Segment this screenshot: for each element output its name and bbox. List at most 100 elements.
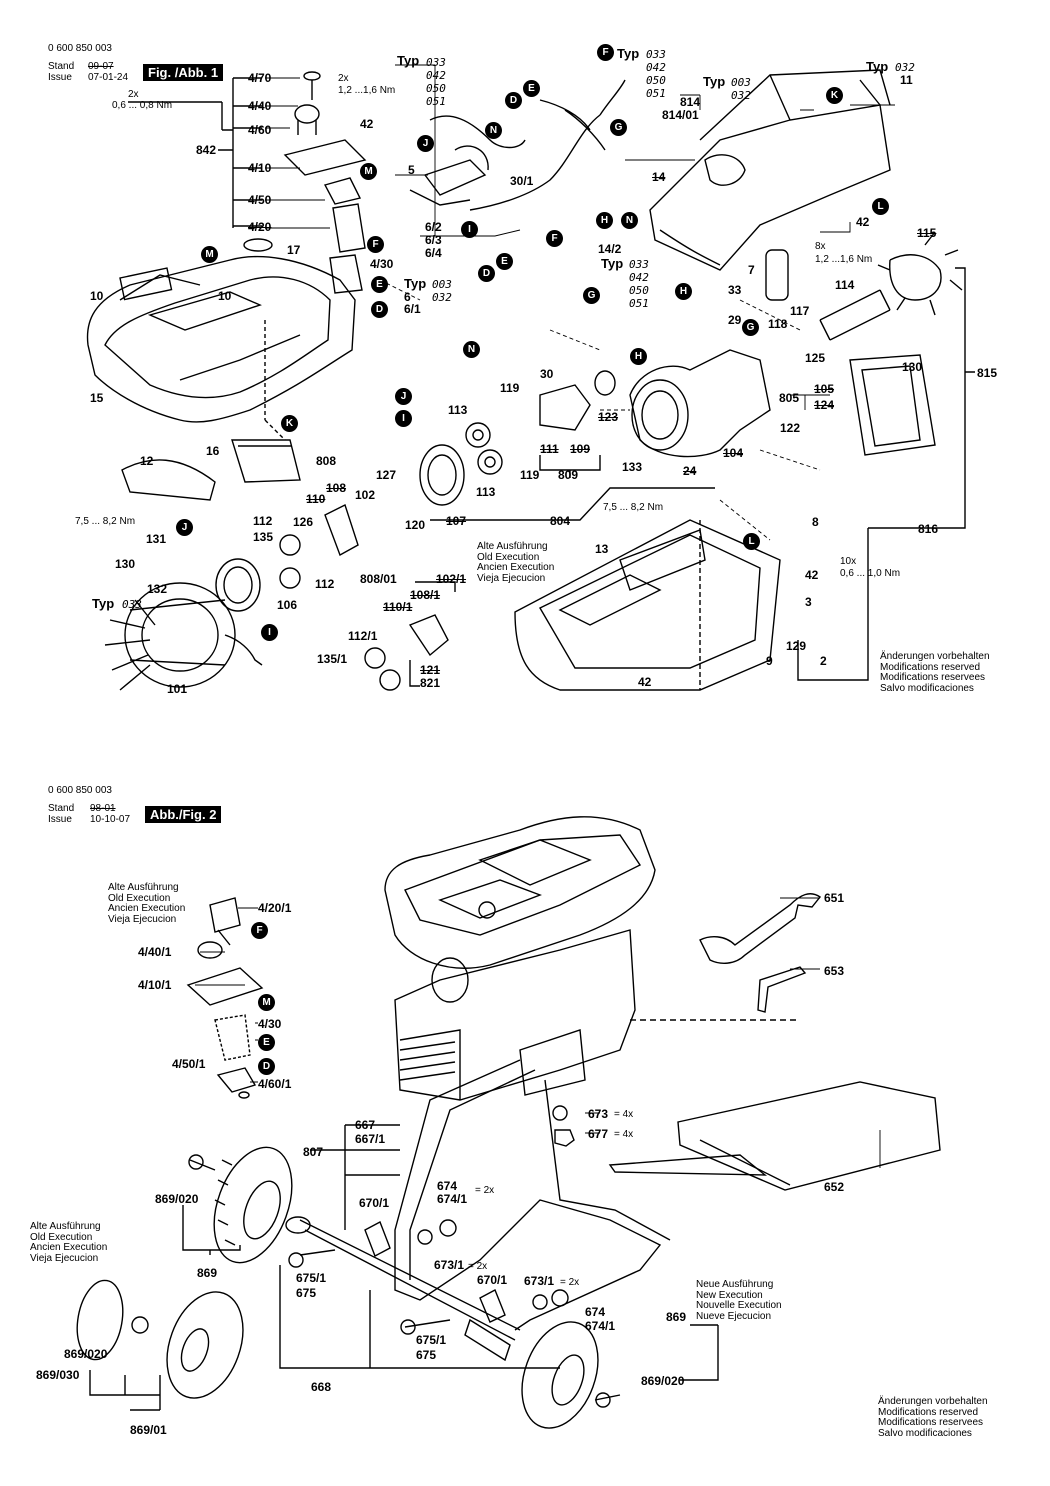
part-label: 675/1	[416, 1333, 447, 1347]
torque-label: 7,5 ... 8,2 Nm	[75, 516, 136, 527]
part-label: 42	[360, 117, 374, 131]
part-label: 110/1	[383, 600, 413, 614]
qty-label: = 4x	[614, 1129, 634, 1140]
callout-E: E	[523, 80, 540, 97]
typ-code: 032	[895, 61, 915, 74]
issue-label: Issue	[48, 814, 72, 825]
count-label: 10x	[840, 556, 857, 567]
part-label: 119	[520, 468, 540, 482]
part-label: 126	[293, 515, 314, 529]
part-label: 29	[728, 313, 742, 327]
callout-K: K	[281, 415, 298, 432]
part-label: 4/50	[248, 193, 272, 207]
part-label: 124	[814, 398, 835, 412]
part-label: 130	[115, 557, 136, 571]
part-label: 869	[197, 1266, 218, 1280]
part-label: 42	[856, 215, 870, 229]
qty-label: = 4x	[614, 1109, 634, 1120]
figure-label: Fig. /Abb. 1	[143, 64, 224, 81]
stand-label: Stand	[48, 61, 75, 72]
part-label: 6	[404, 290, 411, 304]
part-label: 133	[622, 460, 643, 474]
part-label: 10	[218, 289, 232, 303]
part-label: 107	[446, 514, 467, 528]
part-label: 670/1	[359, 1196, 390, 1210]
part-label: 14/2	[598, 242, 622, 256]
part-label: 667	[355, 1118, 376, 1132]
qty-label: = 2x	[468, 1261, 488, 1272]
part-label: 842	[196, 143, 217, 157]
count-label: 8x	[815, 241, 826, 252]
part-label: 4/20/1	[258, 901, 292, 915]
stand-label: Stand	[48, 803, 75, 814]
part-label: 135/1	[317, 652, 348, 666]
typ-code: 033	[122, 598, 142, 611]
part-label: 674/1	[585, 1319, 616, 1333]
part-label: 670/1	[477, 1273, 508, 1287]
part-label: 804	[550, 514, 571, 528]
part-label: 673/1	[434, 1258, 465, 1272]
part-label: 805	[779, 391, 800, 405]
part-label: 42	[638, 675, 652, 689]
part-label: 112	[253, 514, 273, 528]
part-label: 12	[140, 454, 154, 468]
part-label: 132	[147, 582, 168, 596]
part-label: 24	[683, 464, 697, 478]
callout-H: H	[630, 348, 647, 365]
part-label: 6/1	[404, 302, 421, 316]
part-label: 30	[540, 367, 554, 381]
part-label: 109	[570, 442, 591, 456]
part-label: 101	[167, 682, 188, 696]
part-label: 117	[790, 304, 810, 318]
callout-I: I	[395, 410, 412, 427]
part-label: 3	[805, 595, 812, 609]
part-label: 6/2	[425, 220, 442, 234]
part-label: 108/1	[410, 588, 441, 602]
callout-G: G	[610, 119, 627, 136]
callout-N: N	[485, 122, 502, 139]
stand-date: 09-07	[88, 61, 114, 72]
part-label: 673	[588, 1107, 609, 1121]
callout-N: N	[463, 341, 480, 358]
count-label: 2x	[338, 73, 349, 84]
part-label: 7	[748, 263, 755, 277]
part-label: 4/40	[248, 99, 272, 113]
issue-date: 07-01-24	[88, 72, 129, 83]
part-label: 4/30	[258, 1017, 282, 1031]
callout-K: K	[826, 87, 843, 104]
part-label: 6/4	[425, 246, 442, 260]
part-label: 816	[918, 522, 939, 536]
callout-H: H	[675, 283, 692, 300]
part-label: 112/1	[348, 629, 378, 643]
callout-G: G	[583, 287, 600, 304]
part-label: 4/60	[248, 123, 272, 137]
part-label: 8	[812, 515, 819, 529]
part-label: 814/01	[662, 108, 699, 122]
callout-D: D	[258, 1058, 275, 1075]
callout-N: N	[621, 212, 638, 229]
typ-label: Typ	[601, 256, 624, 271]
part-label: 123	[598, 410, 619, 424]
callout-F: F	[367, 236, 384, 253]
part-label: 869/020	[155, 1192, 199, 1206]
part-label: 104	[723, 446, 744, 460]
torque-label: 1,2 ...1,6 Nm	[815, 254, 873, 265]
part-label: 125	[805, 351, 826, 365]
part-label: 121	[420, 663, 441, 677]
part-label: 113	[476, 485, 496, 499]
callout-G: G	[742, 319, 759, 336]
part-label: 118	[768, 317, 788, 331]
callout-D: D	[478, 265, 495, 282]
part-label: 33	[728, 283, 742, 297]
typ-label: Typ	[617, 46, 640, 61]
part-label: 11	[900, 73, 913, 87]
typ-code: 003 032	[731, 76, 751, 102]
part-label: 4/10/1	[138, 978, 172, 992]
torque-label: 7,5 ... 8,2 Nm	[603, 502, 664, 513]
part-label: 6/3	[425, 233, 442, 247]
part-label: 108	[326, 481, 347, 495]
part-label: 113	[448, 403, 468, 417]
part-label: 127	[376, 468, 397, 482]
